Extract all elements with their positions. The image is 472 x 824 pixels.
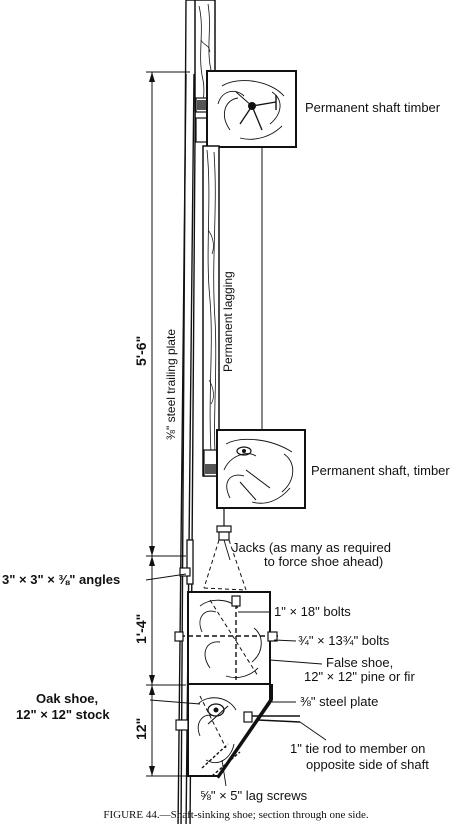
label-dimension-1ft4in: 1'-4" (133, 614, 149, 644)
permanent-lagging (202, 145, 220, 477)
false-shoe (174, 591, 278, 685)
upper-shaft-timber (206, 70, 297, 148)
label-false-shoe-line1: False shoe, (326, 655, 393, 670)
label-steel-plate: ⅜" steel plate (300, 694, 378, 709)
label-oak-shoe-line1: Oak shoe, (36, 691, 98, 706)
oak-shoe (175, 683, 273, 779)
label-upper-shaft-timber: Permanent shaft timber (305, 100, 441, 115)
steel-angles (179, 539, 194, 585)
label-lower-shaft-timber: Permanent shaft, timber (311, 463, 450, 478)
label-tie-rod-line2: opposite side of shaft (306, 757, 429, 772)
label-false-shoe-line2: 12" × 12" pine or fir (304, 669, 415, 684)
label-bolts-1x18: 1" × 18" bolts (274, 604, 351, 619)
label-dimension-5ft6in: 5'-6" (133, 336, 149, 366)
label-angles: 3" × 3" × ⅜" angles (2, 572, 120, 587)
label-tie-rod-line1: 1" tie rod to member on (290, 741, 425, 756)
label-steel-trailing-plate: ⅜" steel trailing plate (164, 329, 178, 440)
steel-trailing-plate (177, 0, 197, 824)
figure-caption: FIGURE 44.—Shaft-sinking shoe; section t… (103, 809, 368, 821)
leader-lines (145, 539, 327, 787)
label-lag-screws: ⅝" × 5" lag screws (200, 788, 308, 803)
label-oak-shoe-line2: 12" × 12" stock (16, 707, 110, 722)
label-jacks-line1: Jacks (as many as required (232, 540, 391, 555)
label-dimension-12in: 12" (133, 718, 149, 740)
lower-shaft-timber (216, 429, 306, 509)
label-bolts-3-4x13-3-4: ¾" × 13¾" bolts (298, 633, 390, 648)
label-permanent-lagging: Permanent lagging (221, 271, 235, 372)
label-jacks-line2: to force shoe ahead) (264, 554, 383, 569)
tie-rod (243, 711, 301, 723)
dimension-lines (146, 71, 190, 777)
